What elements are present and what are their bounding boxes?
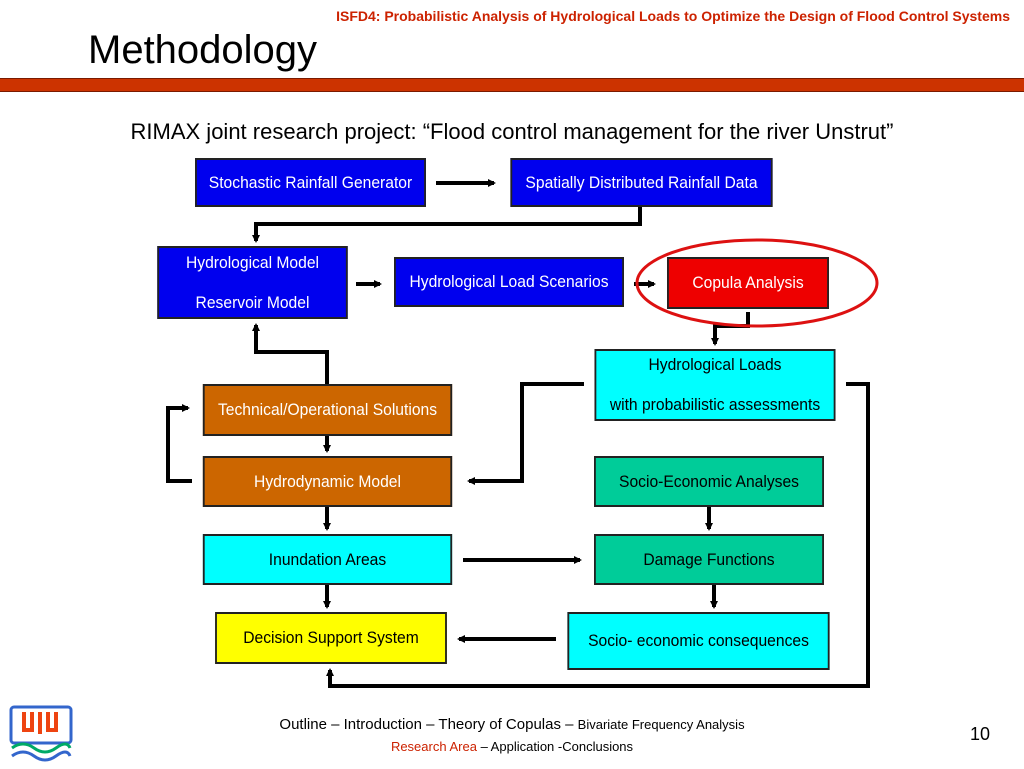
arrow-hydrodynamic-to-technical (166, 404, 192, 483)
box-label: Technical/Operational Solutions (217, 400, 438, 419)
footer-nav-outline: Outline – Introduction – Theory of Copul… (279, 716, 574, 733)
footer-line-2: Research Area – Application -Conclusions (0, 736, 1024, 758)
box-damage-functions: Damage Functions (594, 534, 824, 585)
box-decision-support-system: Decision Support System (215, 612, 447, 664)
arrow-loads-to-dss (326, 382, 870, 688)
university-logo-icon (8, 704, 74, 764)
box-label: Spatially Distributed Rainfall Data (525, 172, 758, 192)
box-hydrodynamic-model: Hydrodynamic Model (202, 456, 453, 507)
footer-nav-application: – Application -Conclusions (480, 739, 634, 754)
footer-line-1: Outline – Introduction – Theory of Copul… (0, 714, 1024, 736)
box-technical-operational-solutions: Technical/Operational Solutions (202, 384, 453, 436)
box-label: Hydrological Load Scenarios (409, 272, 609, 291)
box-label: with probabilistic assessments (609, 395, 821, 414)
box-label: Decision Support System (243, 628, 419, 647)
box-hydrological-loads: Hydrological Loads with probabilistic ass… (594, 349, 836, 421)
page-number: 10 (969, 724, 990, 744)
box-label: Inundation Areas (268, 549, 387, 569)
arrow-technical-to-hydro-model (252, 323, 329, 384)
project-subtitle: RIMAX joint research project: “Flood con… (130, 119, 894, 144)
footer-nav-bivariate: Bivariate Frequency Analysis (577, 717, 745, 732)
arrow-loads-to-hydrodynamic (467, 382, 584, 485)
arrow-spatial-to-hydro-model (252, 207, 642, 243)
box-label: Hydrological Model (185, 252, 319, 272)
box-label: Copula Analysis (692, 273, 804, 292)
box-label: Hydrological Loads (648, 355, 782, 374)
box-label: Hydrodynamic Model (254, 471, 401, 491)
footer-navigation: Outline – Introduction – Theory of Copul… (0, 714, 1024, 758)
conference-title: ISFD4: Probabilistic Analysis of Hydrolo… (336, 8, 1010, 24)
box-label: Reservoir Model (195, 292, 310, 312)
box-hydrological-load-scenarios: Hydrological Load Scenarios (394, 257, 624, 307)
footer-nav-research-area: Research Area (390, 739, 477, 754)
box-stochastic-rainfall-generator: Stochastic Rainfall Generator (195, 158, 426, 207)
box-label: Damage Functions (643, 549, 775, 569)
box-socio-economic-analyses: Socio-Economic Analyses (594, 456, 824, 507)
slide-title: Methodology (88, 28, 318, 72)
box-label: Socio- economic consequences (588, 631, 809, 650)
box-label: Stochastic Rainfall Generator (208, 172, 413, 192)
box-label: Socio-Economic Analyses (619, 471, 799, 491)
title-bar (0, 78, 1024, 92)
box-socio-economic-consequences: Socio- economic consequences (567, 612, 830, 670)
box-copula-analysis: Copula Analysis (667, 257, 829, 309)
box-spatially-distributed-rainfall-data: Spatially Distributed Rainfall Data (510, 158, 773, 207)
box-inundation-areas: Inundation Areas (202, 534, 453, 585)
